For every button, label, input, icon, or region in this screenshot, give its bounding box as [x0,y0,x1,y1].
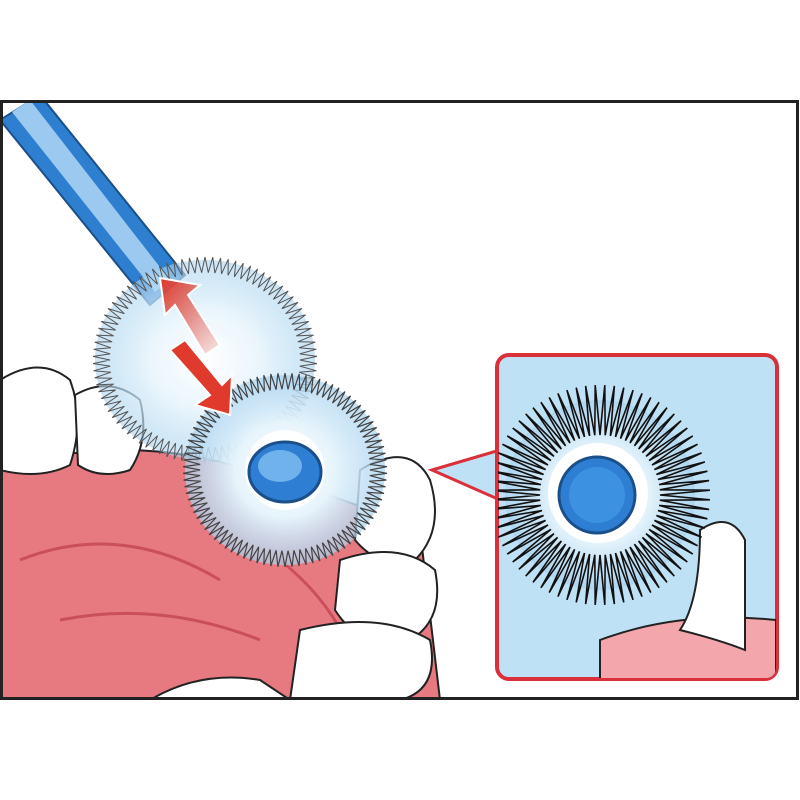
bristles [182,372,388,568]
callout-pointer [427,447,502,503]
frame [0,100,799,700]
tooth-front-3 [289,621,433,698]
bristles [498,385,710,605]
tooth-left [2,366,79,475]
inset-closeup [495,353,779,681]
brush-head [92,256,388,568]
inset-tooth [678,521,746,652]
tooth-bottom [151,676,289,698]
motion-arrow-icon [158,276,234,417]
